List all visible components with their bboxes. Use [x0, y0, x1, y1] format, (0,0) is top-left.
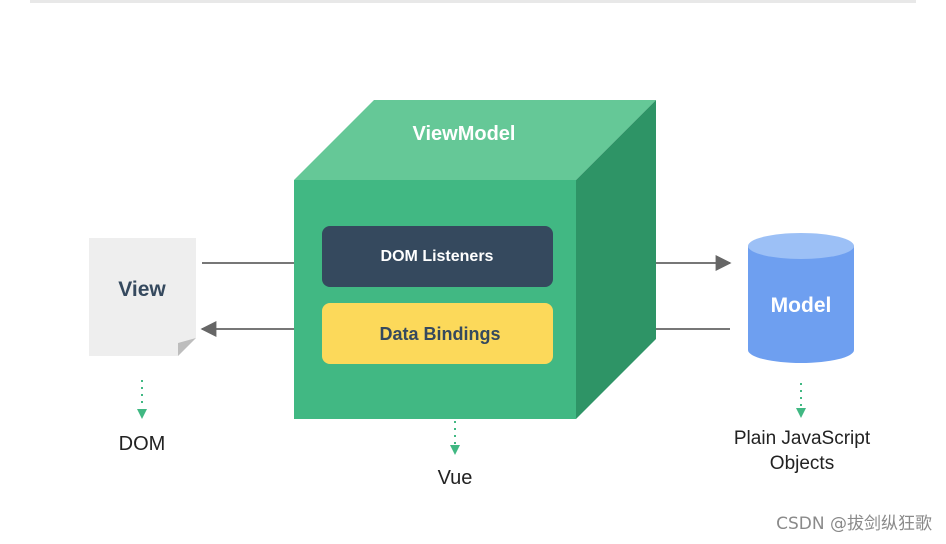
cube-top-face — [294, 100, 656, 180]
dom-listeners-label: DOM Listeners — [380, 248, 494, 265]
model-caption-line1: Plain JavaScript — [733, 428, 871, 449]
csdn-watermark: CSDN @拔剑纵狂歌 — [776, 514, 932, 534]
cube-front-face — [294, 180, 576, 419]
view-document-fold — [178, 338, 196, 356]
model-label: Model — [770, 294, 832, 317]
model-dotted-arrow — [796, 383, 806, 418]
vue-dotted-arrow — [450, 421, 460, 455]
model-caption-line2: Objects — [769, 453, 835, 474]
view-label: View — [118, 278, 166, 301]
model-cylinder — [748, 233, 854, 363]
dom-listeners-box — [322, 226, 553, 287]
dom-dotted-arrow — [137, 380, 147, 419]
viewmodel-label: ViewModel — [412, 123, 516, 145]
data-bindings-box — [322, 303, 553, 364]
view-document-shape — [89, 238, 196, 356]
data-bindings-label: Data Bindings — [379, 324, 501, 344]
cube-side-face — [576, 100, 656, 419]
dom-caption: DOM — [118, 433, 166, 455]
top-divider — [30, 0, 916, 3]
vue-caption: Vue — [437, 467, 473, 489]
